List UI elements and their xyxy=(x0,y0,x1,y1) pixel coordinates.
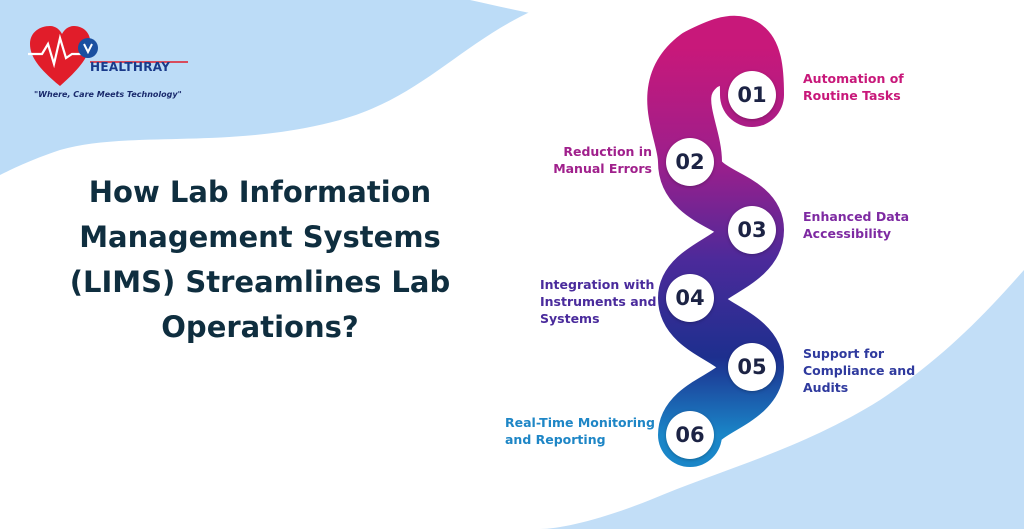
title-line: Management Systems xyxy=(79,220,441,254)
step-number-03: 03 xyxy=(728,206,776,254)
title-line: (LIMS) Streamlines Lab xyxy=(69,265,451,299)
step-number-04: 04 xyxy=(666,274,714,322)
stethoscope-icon xyxy=(78,38,98,58)
step-number-01: 01 xyxy=(728,71,776,119)
title-line: How Lab Information xyxy=(88,175,432,209)
brand-name: HEALTHRAY xyxy=(90,60,171,74)
healthray-logo xyxy=(28,26,188,86)
title-line: Operations? xyxy=(161,310,359,344)
page-title: How Lab Information Management Systems (… xyxy=(60,170,460,350)
step-number-05: 05 xyxy=(728,343,776,391)
step-number-02: 02 xyxy=(666,138,714,186)
heart-icon xyxy=(30,26,91,86)
step-number-06: 06 xyxy=(666,411,714,459)
brand-tagline: "Where, Care Meets Technology" xyxy=(34,90,182,99)
